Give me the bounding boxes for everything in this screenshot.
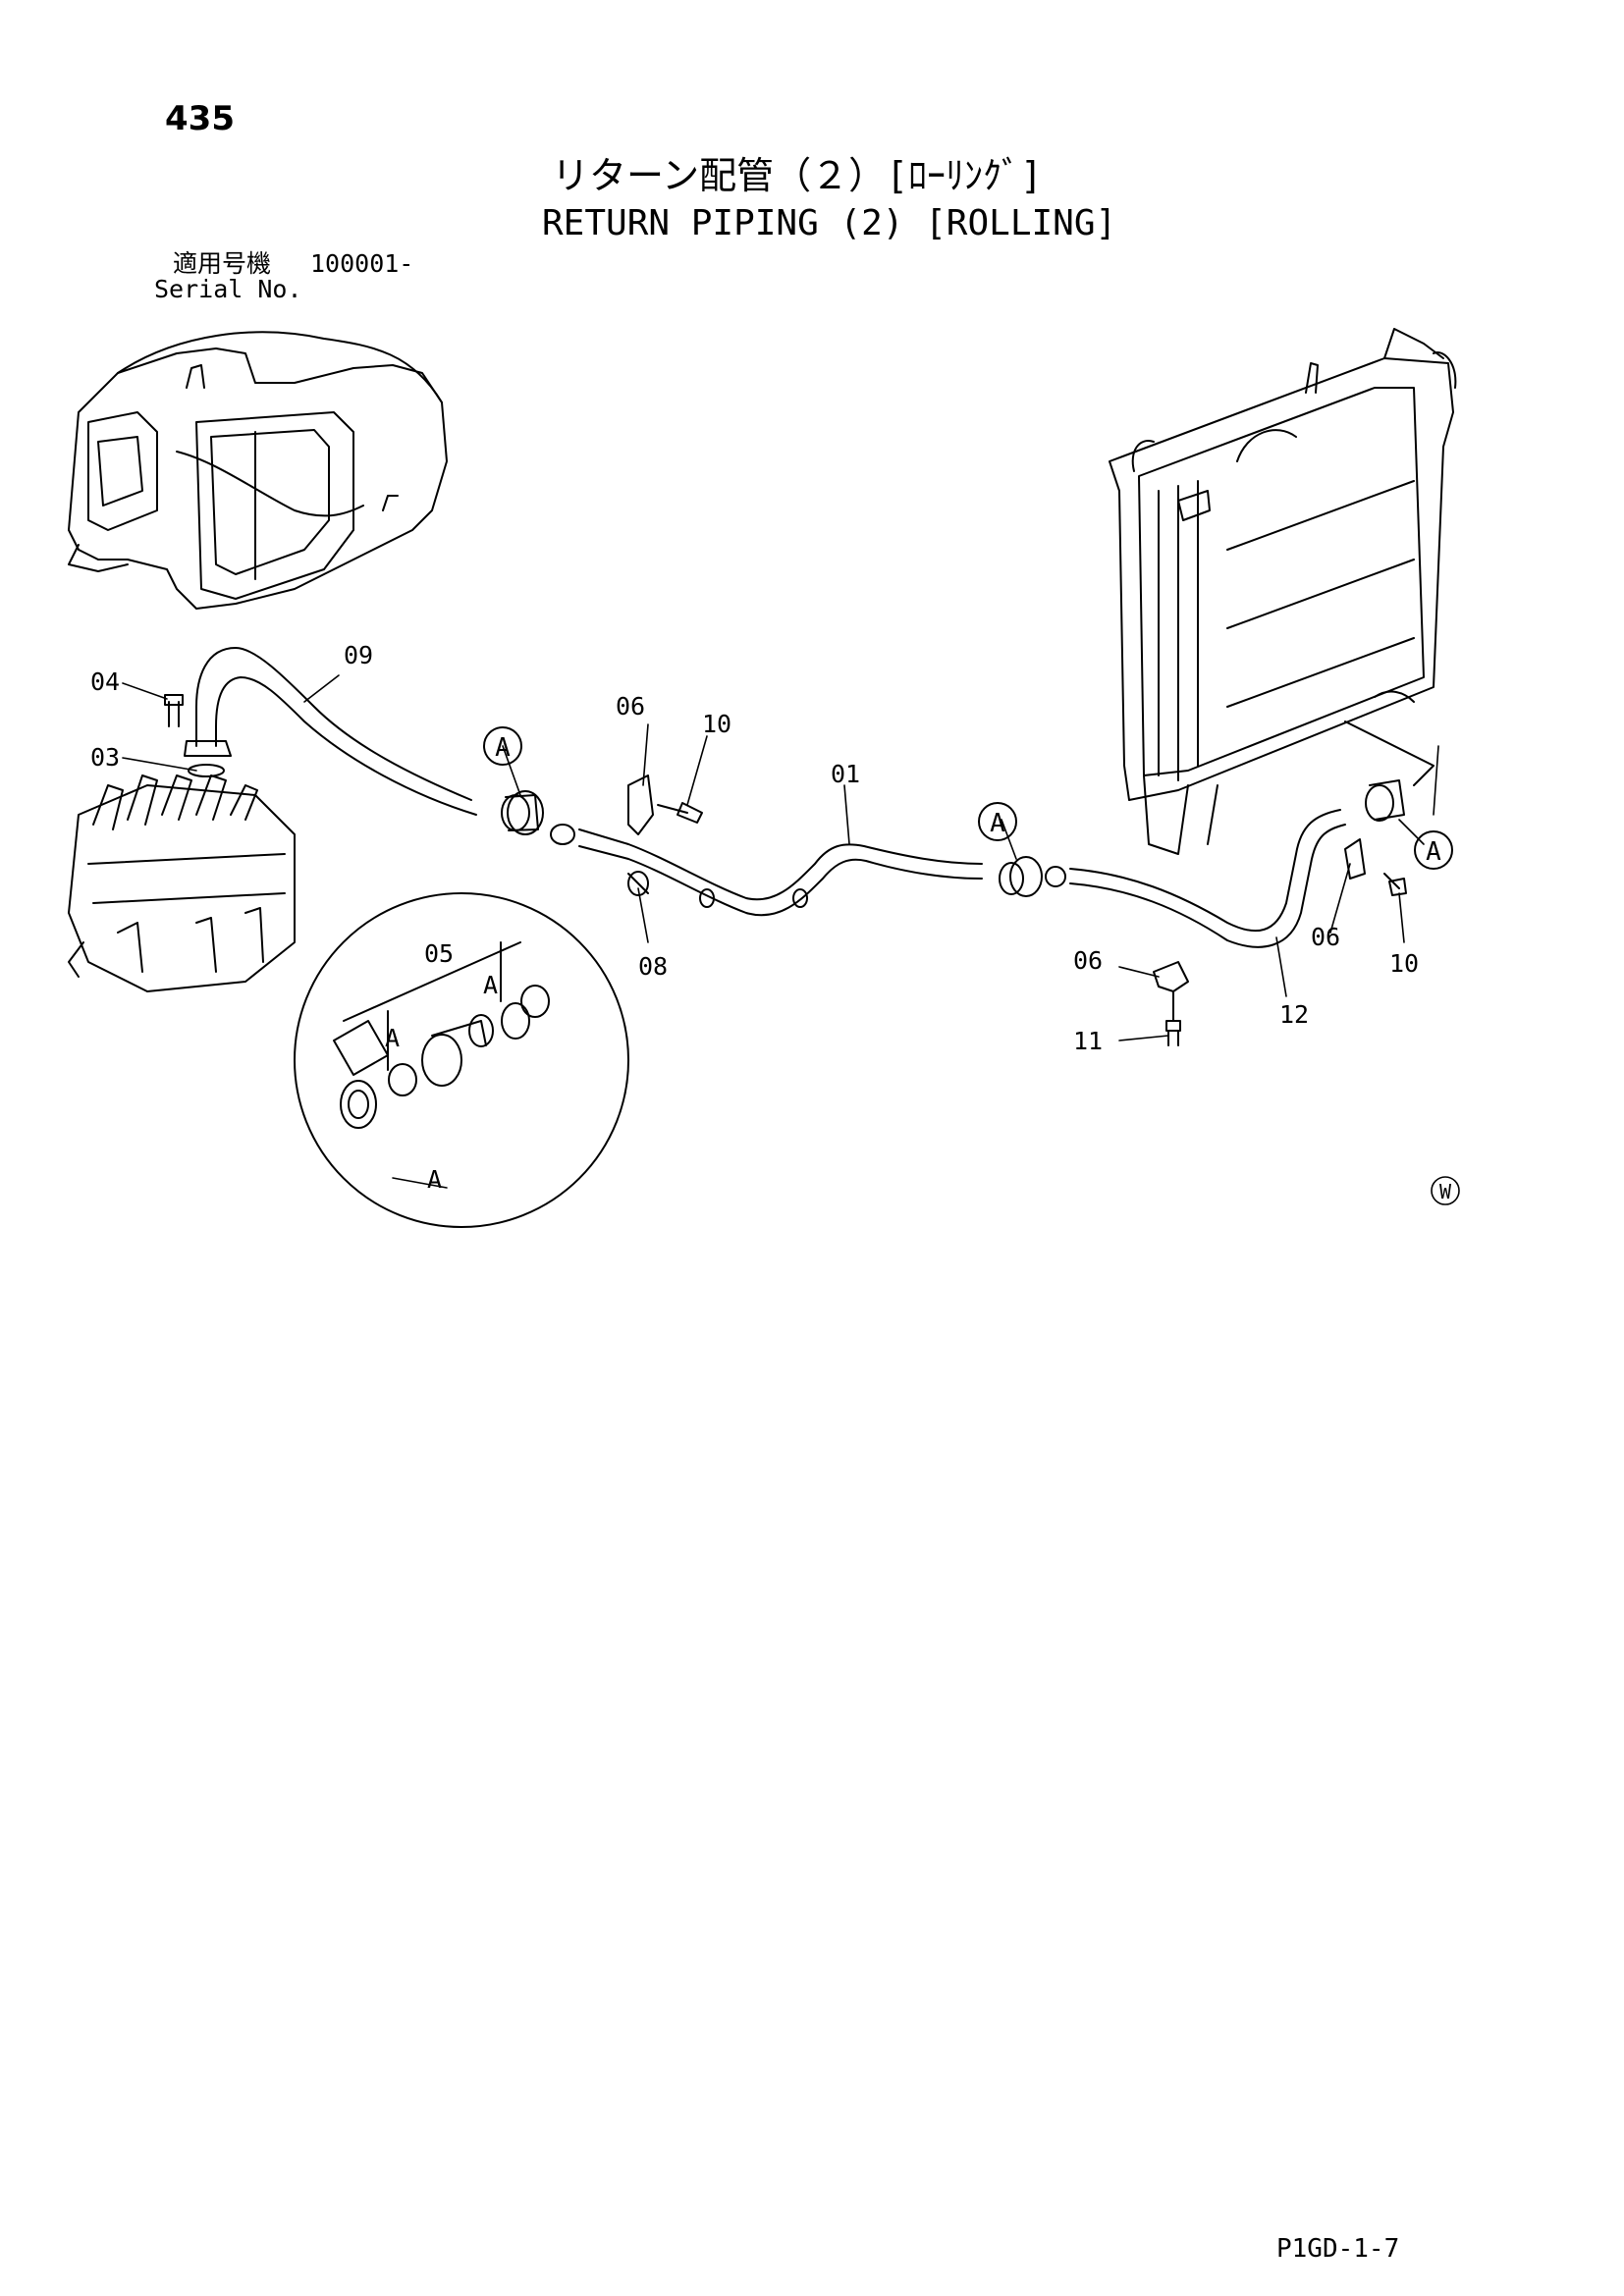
clamp-06-lower bbox=[1153, 961, 1189, 1046]
callout-12: 12 bbox=[1279, 1000, 1309, 1029]
callout-06-lower: 06 bbox=[1073, 946, 1103, 975]
reference-marker-a-middle bbox=[978, 802, 1017, 841]
serial-label-japanese: 適用号機 bbox=[173, 249, 272, 278]
hose-clamp-left bbox=[501, 790, 575, 845]
callout-11: 11 bbox=[1073, 1027, 1103, 1055]
clamp-06-middle bbox=[627, 774, 703, 835]
detail-label-a-1: A bbox=[385, 1024, 400, 1052]
reference-marker-a-right bbox=[1414, 830, 1453, 870]
callout-06-right: 06 bbox=[1311, 923, 1340, 951]
pipe-01 bbox=[578, 828, 983, 917]
watermark-w-icon: W bbox=[1431, 1176, 1460, 1205]
page-title-english: RETURN PIPING (2) [ROLLING] bbox=[542, 203, 1117, 243]
callout-08: 08 bbox=[638, 952, 668, 981]
marker-a-right-label: A bbox=[1426, 837, 1441, 867]
bolt-04 bbox=[164, 694, 184, 727]
callout-06-middle: 06 bbox=[616, 692, 645, 721]
callout-05: 05 bbox=[424, 939, 454, 968]
detail-label-a-2: A bbox=[483, 971, 498, 999]
callout-01: 01 bbox=[831, 760, 860, 788]
leader-lines bbox=[122, 674, 1439, 1189]
hose-clamp-middle bbox=[999, 856, 1066, 897]
serial-label-english: Serial No. bbox=[154, 275, 302, 303]
serial-number-range: 100001- bbox=[310, 249, 414, 278]
fitting-08 bbox=[627, 871, 649, 896]
radiator-unit-illustration bbox=[1109, 328, 1457, 855]
callout-10-middle: 10 bbox=[702, 710, 731, 738]
page-title-japanese: リターン配管（２）[ﾛｰﾘﾝｸﾞ] bbox=[552, 154, 1043, 197]
callout-10-right: 10 bbox=[1389, 949, 1419, 978]
detail-view-a bbox=[294, 892, 629, 1228]
marker-a-left-label: A bbox=[495, 733, 511, 763]
callout-09: 09 bbox=[344, 641, 373, 669]
reference-marker-a-left bbox=[483, 726, 522, 766]
hose-clamp-right bbox=[1344, 779, 1407, 896]
page-number: 435 bbox=[165, 99, 235, 138]
svg-text:W: W bbox=[1439, 1180, 1452, 1203]
hose-09 bbox=[184, 647, 477, 816]
excavator-body-illustration bbox=[68, 331, 448, 610]
callout-03: 03 bbox=[90, 743, 120, 772]
marker-a-middle-label: A bbox=[990, 809, 1005, 838]
page-footer-code: P1GD-1-7 bbox=[1276, 2234, 1400, 2264]
detail-view-caption-a: A bbox=[427, 1165, 442, 1194]
hose-12 bbox=[1069, 809, 1346, 948]
control-valve-illustration bbox=[68, 774, 296, 992]
callout-04: 04 bbox=[90, 667, 120, 696]
